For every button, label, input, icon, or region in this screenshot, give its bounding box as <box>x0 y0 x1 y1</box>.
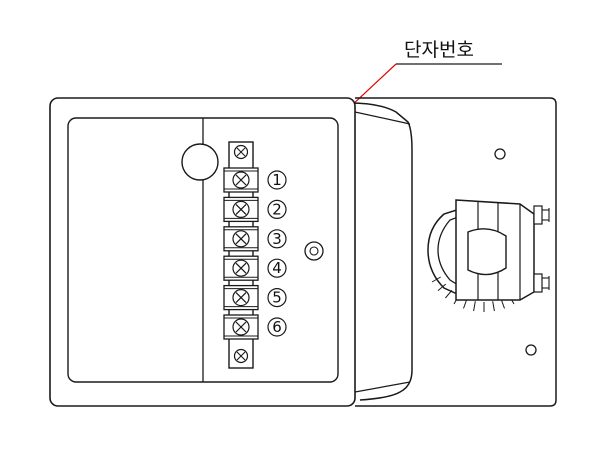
mounting-hole-top <box>494 148 506 160</box>
terminal-number-circle <box>267 288 287 308</box>
terminal-number-circle <box>267 317 287 337</box>
terminal-number-label: 6 <box>272 318 282 336</box>
shaft-clamp <box>427 199 550 312</box>
cable-entry-hole <box>181 143 219 181</box>
clamp-nut-top <box>533 205 543 225</box>
shaft-hole <box>467 228 507 276</box>
terminal-block: 1 2 3 4 5 6 <box>223 141 287 369</box>
terminal-4: 4 <box>223 255 287 281</box>
terminal-6: 6 <box>223 314 287 340</box>
terminal-3: 3 <box>223 226 287 252</box>
terminal-number-label: 2 <box>272 200 282 218</box>
scale-tick <box>437 283 447 291</box>
terminal-number-circle <box>267 258 287 278</box>
mounting-hole-bottom <box>525 344 537 356</box>
terminal-number-circle <box>267 170 287 190</box>
side-housing <box>349 102 413 401</box>
terminal-number-label: 4 <box>272 259 282 277</box>
terminal-1: 1 <box>223 167 287 193</box>
terminal-number-circle <box>267 199 287 219</box>
main-housing <box>49 97 356 407</box>
mounting-plate <box>355 97 557 407</box>
indicator-center <box>309 246 319 256</box>
scale-tick <box>492 301 495 312</box>
scale-tick <box>473 301 476 312</box>
terminal-number-label: 5 <box>272 289 282 307</box>
terminal-number-label: 3 <box>272 230 282 248</box>
terminal-number-circle <box>267 229 287 249</box>
callout-label: 단자번호 <box>404 39 474 61</box>
terminal-2: 2 <box>223 196 287 223</box>
terminal-5: 5 <box>223 284 287 311</box>
clamp-nut-bottom <box>533 273 543 293</box>
terminal-rows: 1 2 3 4 5 6 <box>223 167 287 340</box>
terminal-number-label: 1 <box>272 171 282 189</box>
